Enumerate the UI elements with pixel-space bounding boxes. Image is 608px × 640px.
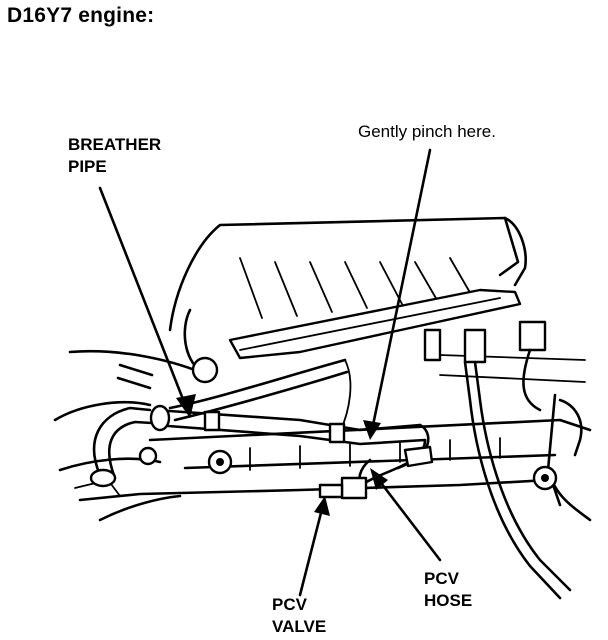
pcv-hose-label-line1: PCV <box>424 569 459 588</box>
breather-pipe-label: BREATHER PIPE <box>68 134 161 178</box>
breather-pipe-label-line1: BREATHER <box>68 135 162 154</box>
breather-arrowhead <box>176 394 196 418</box>
pinch-arrowhead <box>363 420 381 440</box>
air-cleaner-housing <box>168 216 527 360</box>
pcv-valve-leader-line <box>298 503 325 597</box>
pinch-leader-line <box>370 148 432 432</box>
breather-pipe-label-line2: PIPE <box>68 157 107 176</box>
pcv-hose-arrowhead <box>370 468 388 490</box>
pcv-valve-arrowhead <box>314 496 330 516</box>
pcv-valve-label: PCV VALVE <box>272 594 326 638</box>
left-hose <box>89 363 154 488</box>
pcv-hose-label: PCV HOSE <box>424 568 472 612</box>
page-title: D16Y7 engine: <box>7 4 155 27</box>
pcv-valve-label-line1: PCV <box>272 595 307 614</box>
pinch-note-label: Gently pinch here. <box>358 122 496 141</box>
pcv-hose-leader-line <box>373 473 442 562</box>
breather-leader-line <box>98 186 190 414</box>
pcv-hose-label-line2: HOSE <box>424 591 473 610</box>
pcv-hose-drawing <box>318 423 434 500</box>
upper-right-connectors <box>183 308 572 600</box>
leader-lines <box>98 148 442 597</box>
pcv-valve-label-line2: VALVE <box>272 617 327 636</box>
